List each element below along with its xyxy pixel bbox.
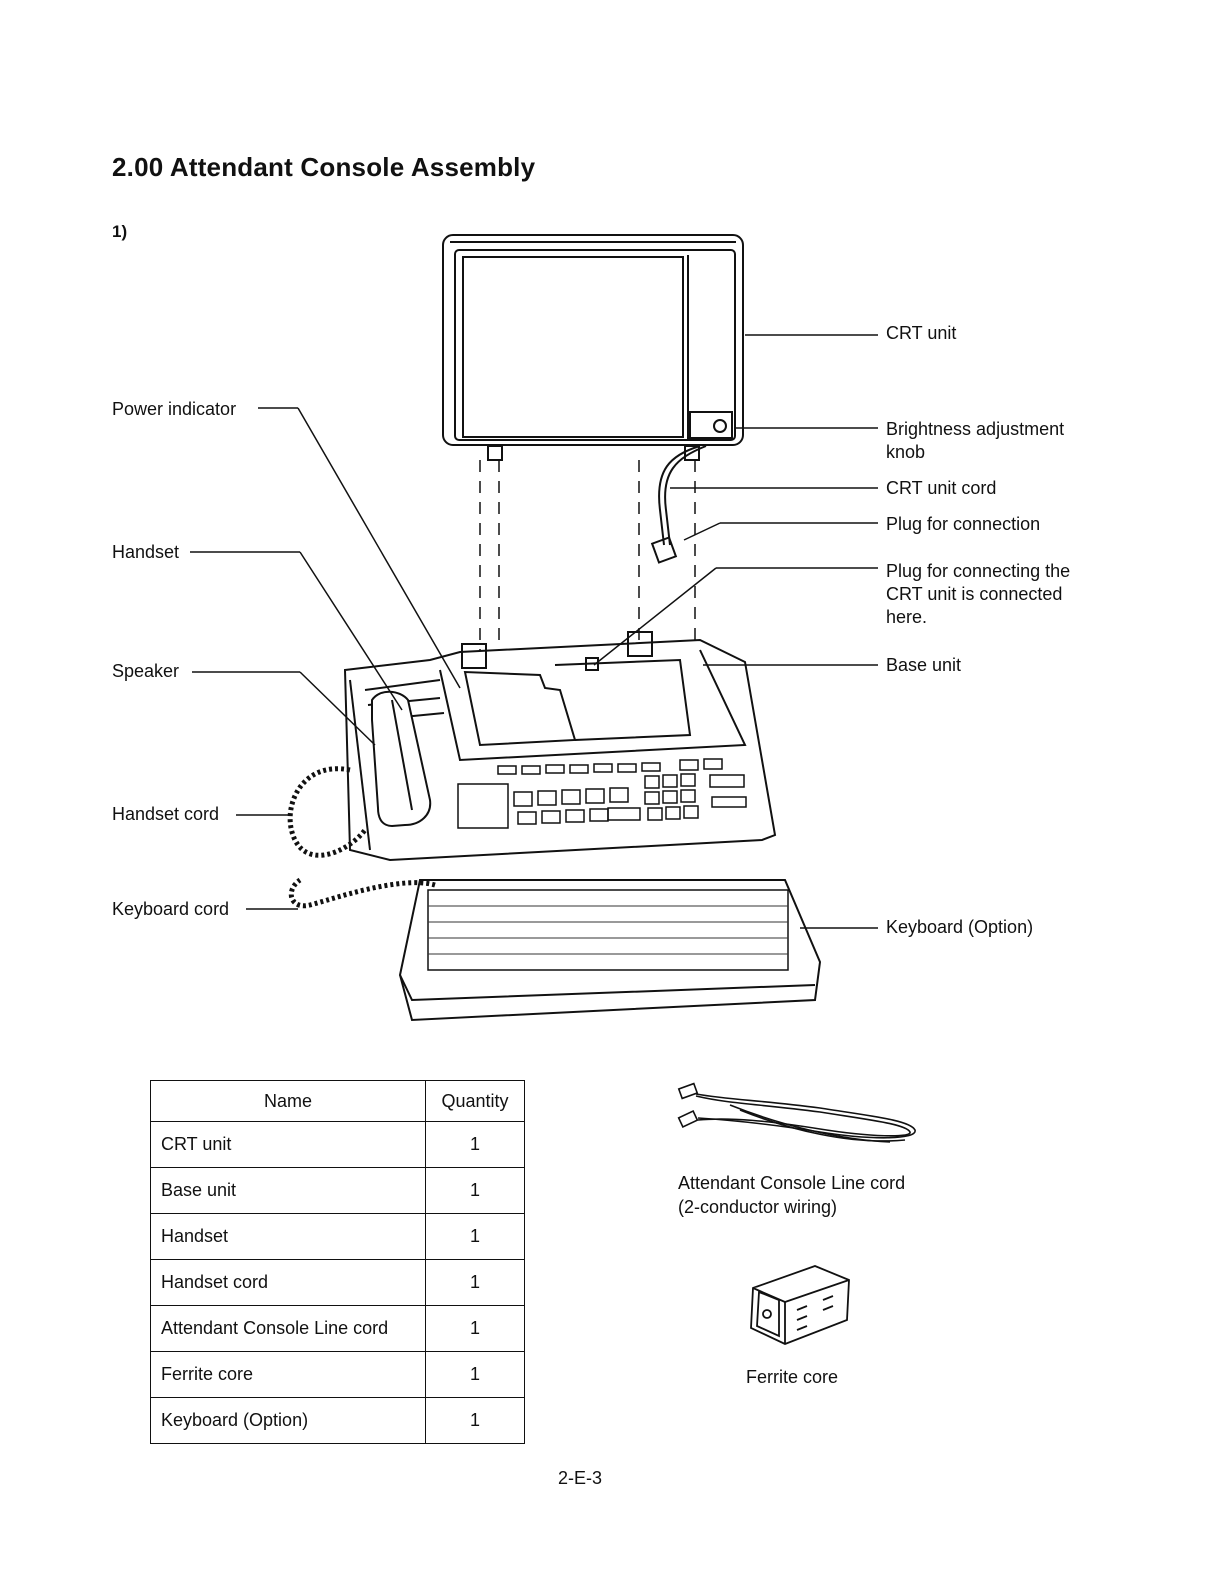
ferrite-core-illustration xyxy=(750,1265,850,1345)
header-name: Name xyxy=(150,1080,426,1122)
label-handset-cord: Handset cord xyxy=(112,804,220,824)
label-brightness-knob: Brightness adjustment knob xyxy=(886,419,1065,462)
label-speaker: Speaker xyxy=(112,661,180,681)
page-number: 2-E-3 xyxy=(558,1468,603,1488)
handset-cord-drawing xyxy=(287,766,367,858)
cell-quantity: 1 xyxy=(425,1397,525,1444)
caption-ferrite-core: Ferrite core xyxy=(746,1367,839,1387)
table-row: Keyboard (Option) 1 xyxy=(150,1397,525,1444)
caption-line-cord-2: (2-conductor wiring) xyxy=(678,1197,838,1217)
label-crt-unit-cord: CRT unit cord xyxy=(886,478,997,498)
label-base-unit: Base unit xyxy=(886,655,962,675)
page-title: 2.00 Attendant Console Assembly xyxy=(112,152,536,182)
cell-name: Handset xyxy=(150,1213,426,1260)
keyboard-cord-drawing xyxy=(288,877,436,909)
label-plug-for-connection: Plug for connection xyxy=(886,514,1041,534)
label-crt-unit: CRT unit xyxy=(886,323,957,343)
table-row: Attendant Console Line cord 1 xyxy=(150,1305,525,1352)
cell-name: Ferrite core xyxy=(150,1351,426,1398)
base-unit-drawing xyxy=(343,631,777,862)
table-row: CRT unit 1 xyxy=(150,1121,525,1168)
cell-quantity: 1 xyxy=(425,1351,525,1398)
label-handset: Handset xyxy=(112,542,180,562)
cell-quantity: 1 xyxy=(425,1213,525,1260)
step-number: 1) xyxy=(112,222,128,241)
cell-quantity: 1 xyxy=(425,1121,525,1168)
table-row: Ferrite core 1 xyxy=(150,1351,525,1398)
table-row: Handset cord 1 xyxy=(150,1259,525,1306)
cell-name: Attendant Console Line cord xyxy=(150,1305,426,1352)
caption-line-cord-1: Attendant Console Line cord xyxy=(678,1173,906,1193)
cell-quantity: 1 xyxy=(425,1259,525,1306)
cell-name: CRT unit xyxy=(150,1121,426,1168)
parts-table: Name Quantity CRT unit 1 Base unit 1 Han… xyxy=(150,1080,525,1444)
label-keyboard-cord: Keyboard cord xyxy=(112,899,230,919)
cell-quantity: 1 xyxy=(425,1167,525,1214)
cell-name: Base unit xyxy=(150,1167,426,1214)
cell-quantity: 1 xyxy=(425,1305,525,1352)
cell-name: Handset cord xyxy=(150,1259,426,1306)
keyboard-drawing xyxy=(398,879,822,1022)
line-cord-illustration xyxy=(677,1082,916,1143)
crt-cord-drawing xyxy=(650,445,707,564)
label-plug-connect-crt: Plug for connecting the CRT unit is conn… xyxy=(886,561,1071,627)
cell-name: Keyboard (Option) xyxy=(150,1397,426,1444)
handset-drawing xyxy=(371,690,432,828)
crt-unit-drawing xyxy=(442,234,744,461)
header-quantity: Quantity xyxy=(425,1080,525,1122)
table-header-row: Name Quantity xyxy=(150,1080,525,1122)
table-row: Handset 1 xyxy=(150,1213,525,1260)
label-keyboard-option: Keyboard (Option) xyxy=(886,917,1034,937)
table-row: Base unit 1 xyxy=(150,1167,525,1214)
label-power-indicator: Power indicator xyxy=(112,399,237,419)
